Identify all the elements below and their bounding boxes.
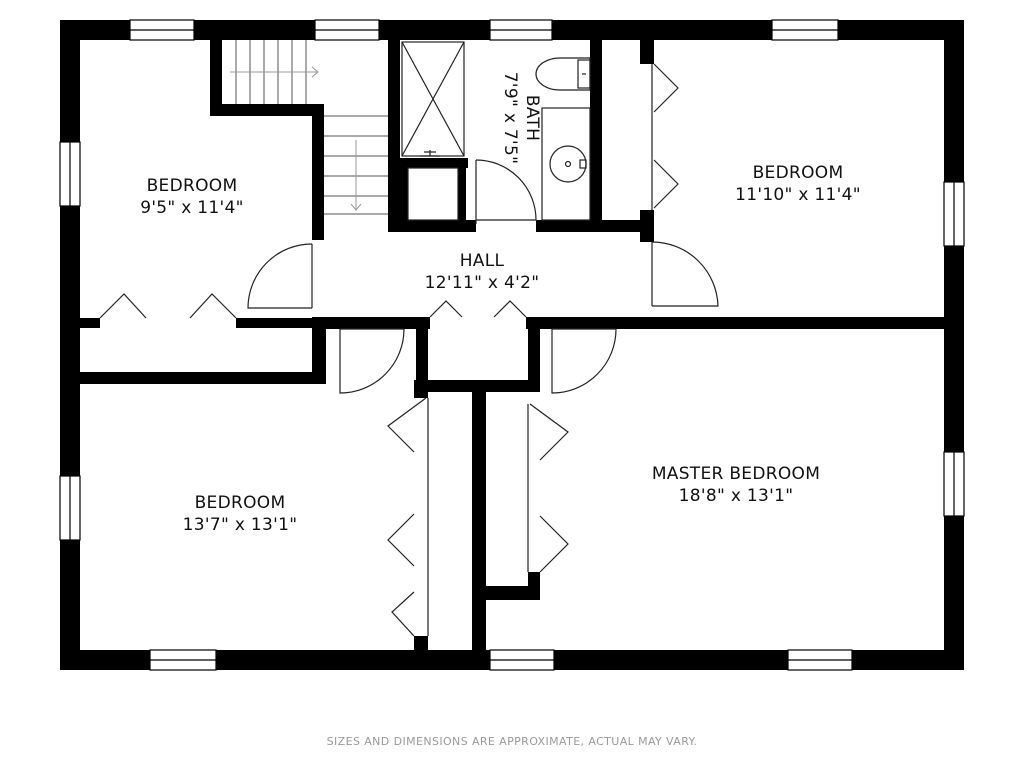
hall-wall-bottom-right	[526, 317, 964, 329]
window-left-1	[59, 141, 81, 207]
room-master: MASTER BEDROOM 18'8" x 13'1"	[652, 464, 820, 506]
room-bath-dims: 7'9" x 7'5"	[500, 72, 520, 164]
window-top-4	[771, 19, 839, 41]
bedroom-ne-wall-left-top	[640, 40, 654, 64]
window-right-2	[943, 451, 965, 517]
room-bath: BATH 7'9" x 7'5"	[500, 72, 542, 164]
bath-fixtures	[401, 41, 591, 221]
window-top-1	[129, 19, 195, 41]
closet-bifold-hall[interactable]	[429, 300, 527, 318]
room-master-dims: 18'8" x 13'1"	[679, 486, 794, 506]
door-bedroom-ne[interactable]	[651, 241, 719, 307]
stair-wall-top-left	[210, 40, 222, 116]
room-hall-dims: 12'11" x 4'2"	[425, 273, 540, 293]
closet-bifold-sw[interactable]	[387, 397, 429, 637]
bath-wall-bottom	[388, 220, 476, 232]
door-bedroom-nw[interactable]	[247, 243, 313, 309]
closet-bifold-nw[interactable]	[99, 293, 237, 319]
window-left-2	[59, 475, 81, 541]
shower-curb	[400, 158, 468, 168]
bedroom-nw-wall-bottom	[80, 318, 100, 328]
room-bedroom-ne: BEDROOM 11'10" x 11'4"	[735, 163, 861, 205]
room-bath-name: BATH	[522, 95, 542, 141]
room-bedroom-nw: BEDROOM 9'5" x 11'4"	[140, 176, 244, 218]
hall-closet-wall-left	[416, 317, 428, 392]
stairs	[230, 40, 388, 215]
window-right-1	[943, 181, 965, 247]
window-bottom-1	[149, 649, 217, 671]
door-bath[interactable]	[475, 159, 537, 224]
master-closet-wall-right	[528, 572, 540, 600]
divider-wall-left	[414, 380, 428, 398]
closet-nw-wall-bottom	[80, 372, 326, 384]
exterior-wall-left	[60, 20, 80, 670]
toilet-icon	[535, 57, 591, 91]
doors	[99, 63, 719, 637]
room-hall-name: HALL	[460, 251, 505, 271]
stair-arrow-icon	[230, 66, 319, 78]
closet-bifold-ne[interactable]	[651, 63, 679, 210]
room-bedroom-sw-name: BEDROOM	[195, 493, 286, 513]
room-bedroom-sw: BEDROOM 13'7" x 13'1"	[183, 493, 298, 535]
door-bedroom-sw[interactable]	[339, 328, 405, 394]
room-hall: HALL 12'11" x 4'2"	[425, 251, 540, 293]
window-bottom-3	[787, 649, 853, 671]
room-labels: BEDROOM 9'5" x 11'4" BATH 7'9" x 7'5" BE…	[140, 72, 861, 535]
window-bottom-2	[489, 649, 555, 671]
room-master-name: MASTER BEDROOM	[652, 464, 820, 484]
master-closet-wall-bottom	[472, 586, 540, 600]
room-bedroom-ne-dims: 11'10" x 11'4"	[735, 185, 861, 205]
linen-wall	[400, 168, 408, 220]
hall-wall-bottom-left	[312, 317, 430, 329]
stair-wall-landing	[210, 104, 324, 116]
door-master[interactable]	[551, 328, 617, 394]
room-bedroom-ne-name: BEDROOM	[753, 163, 844, 183]
room-bedroom-sw-dims: 13'7" x 13'1"	[183, 515, 298, 535]
closet-nw-wall-right	[312, 318, 326, 384]
divider-wall-center	[472, 392, 486, 650]
disclaimer-text: SIZES AND DIMENSIONS ARE APPROXIMATE, AC…	[327, 735, 698, 748]
shower-icon	[401, 41, 465, 157]
hall-closet-wall-bottom	[416, 380, 540, 392]
bedroom-ne-wall-left-mid	[640, 210, 654, 242]
linen-closet-icon	[407, 167, 459, 221]
exterior-wall-right	[944, 20, 964, 670]
closet-bifold-master[interactable]	[527, 403, 569, 573]
linen-wall-right	[458, 168, 466, 220]
window-top-3	[489, 19, 553, 41]
stair-arrow-down-icon	[350, 140, 362, 211]
windows	[59, 19, 965, 671]
bath-wall-right	[590, 40, 602, 232]
room-bedroom-nw-dims: 9'5" x 11'4"	[140, 198, 244, 218]
divider-wall-left-bottom	[414, 636, 428, 650]
sink-icon	[541, 107, 591, 221]
room-bedroom-nw-name: BEDROOM	[147, 176, 238, 196]
hall-closet-wall-right	[528, 317, 540, 392]
stair-wall-right	[312, 104, 324, 240]
bedroom-nw-wall-bottom-2	[236, 318, 326, 328]
bath-wall-left	[388, 40, 400, 232]
window-top-2	[314, 19, 380, 41]
